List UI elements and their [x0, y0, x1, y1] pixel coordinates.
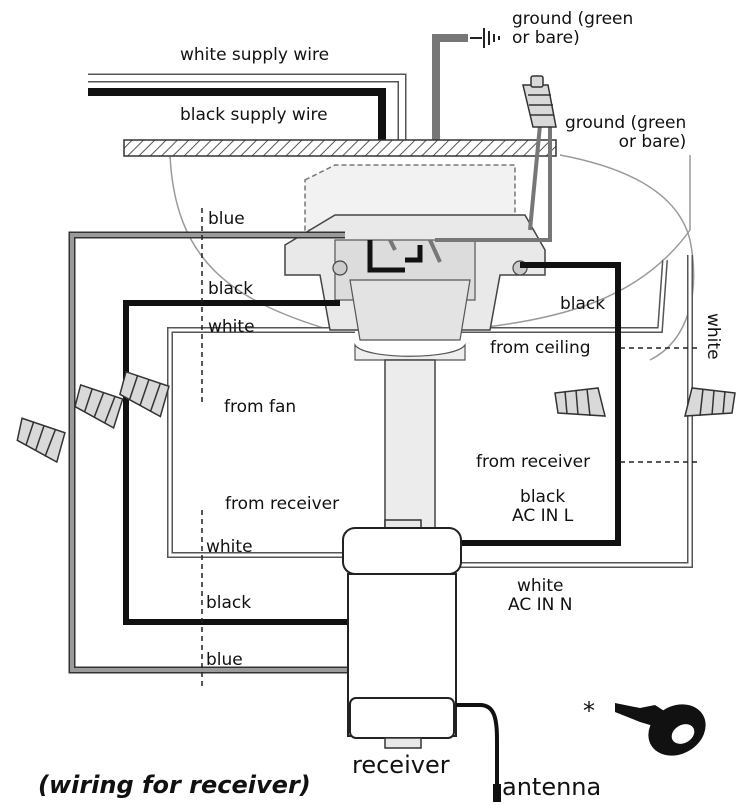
white-supply-wire	[88, 73, 407, 140]
black-wire-right	[460, 262, 621, 546]
guide-lines	[201, 208, 698, 690]
ceiling-plate	[123, 139, 557, 157]
ground-wire-top	[432, 34, 468, 140]
label-black-ac-in-l: black AC IN L	[512, 487, 574, 526]
wire-nut-icon	[119, 370, 170, 418]
label-from-ceiling: from ceiling	[490, 338, 591, 358]
wire-nut-icon	[74, 383, 124, 429]
label-white-vertical: white	[703, 313, 723, 360]
electrical-tape-icon	[615, 703, 706, 756]
wire-nut-icon	[684, 387, 736, 417]
black-supply-wire	[88, 88, 386, 140]
blue-wire	[68, 231, 350, 674]
wire-nut-icon	[554, 387, 606, 417]
wire-nut-icon	[16, 417, 66, 464]
label-white-left: white	[208, 317, 255, 337]
antenna-tip	[493, 784, 501, 802]
diagram-title: (wiring for receiver)	[38, 771, 311, 799]
label-white-lower: white	[206, 537, 253, 557]
receiver-unit	[342, 519, 462, 749]
label-white-ac-in-n: white AC IN N	[508, 576, 573, 615]
label-white-supply-wire: white supply wire	[180, 45, 330, 65]
label-antenna: antenna	[502, 773, 602, 801]
label-from-receiver-left: from receiver	[225, 494, 340, 514]
label-blue-lower: blue	[206, 650, 243, 670]
white-wire-loop	[167, 255, 693, 568]
ground-wires-bracket	[435, 124, 552, 242]
black-wire-left	[123, 300, 350, 625]
label-black-lower: black	[206, 593, 252, 613]
downrod	[384, 359, 436, 531]
ground-symbol-icon	[470, 28, 500, 48]
label-receiver: receiver	[352, 751, 450, 779]
label-ground-right: ground (green or bare)	[565, 113, 687, 152]
label-from-fan: from fan	[224, 397, 297, 417]
label-black-left: black	[208, 279, 254, 299]
mounting-bracket	[284, 164, 546, 361]
wire-nut-icon	[522, 75, 557, 128]
label-black-supply-wire: black supply wire	[180, 105, 328, 125]
antenna-wire	[456, 703, 499, 795]
fan-housing-outline-right	[559, 154, 695, 361]
label-black-right: black	[560, 294, 606, 314]
label-blue-top: blue	[208, 209, 245, 229]
label-from-receiver-right: from receiver	[476, 452, 591, 472]
label-asterisk: *	[583, 697, 595, 725]
bracket-screw	[332, 260, 348, 276]
label-ground-top: ground (green or bare)	[512, 9, 634, 48]
